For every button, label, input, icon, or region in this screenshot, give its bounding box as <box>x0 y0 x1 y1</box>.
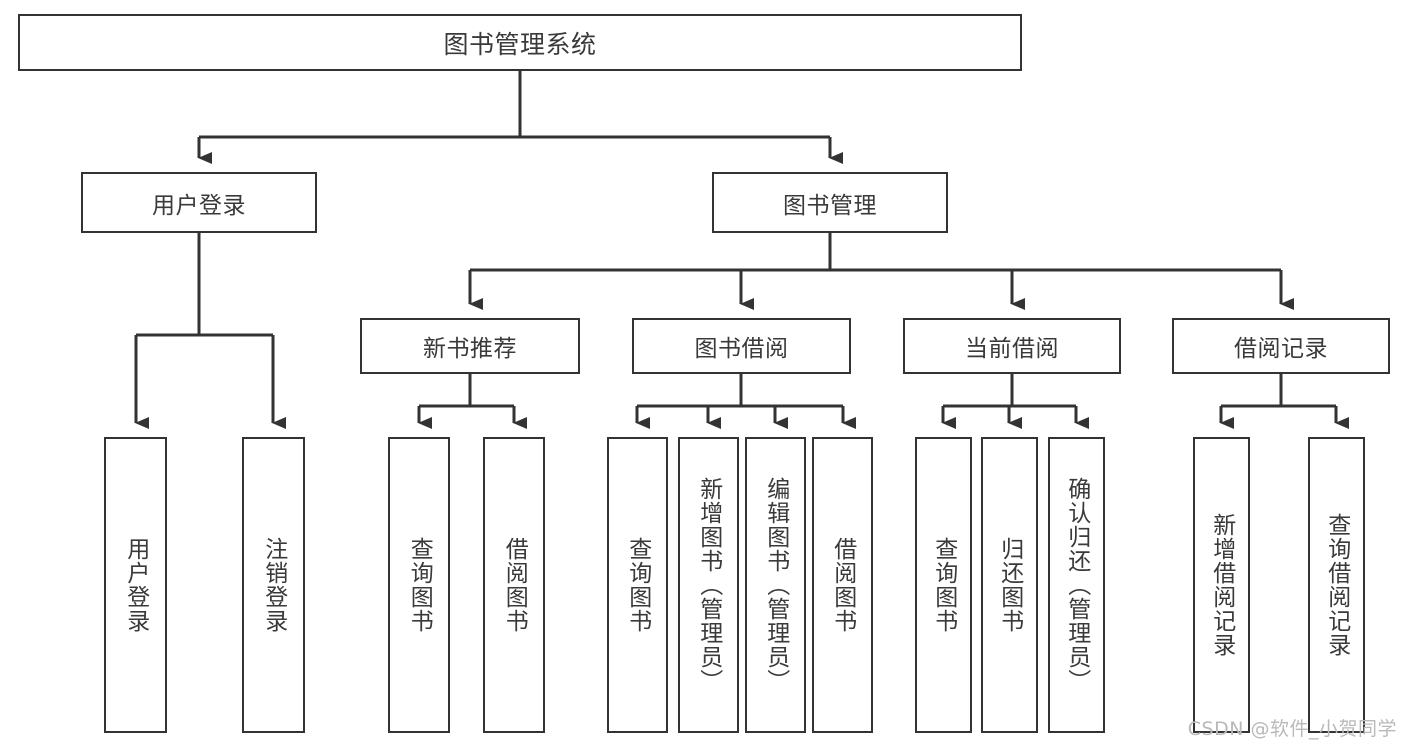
node-current-borrow[interactable]: 当前借阅 <box>903 318 1121 374</box>
node-book-management[interactable]: 图书管理 <box>712 172 948 233</box>
node-label: 新书推荐 <box>423 336 517 362</box>
node-label: 注销登录 <box>260 537 287 633</box>
node-root-system[interactable]: 图书管理系统 <box>18 14 1022 71</box>
node-label: 新增借阅记录 <box>1208 513 1235 657</box>
leaf-query-book-borrow[interactable]: 查询图书 <box>607 437 668 733</box>
node-borrow-records[interactable]: 借阅记录 <box>1172 318 1390 374</box>
node-label: 图书管理 <box>783 192 877 219</box>
node-label: 借阅记录 <box>1234 336 1328 362</box>
node-label: 图书管理系统 <box>443 29 597 59</box>
node-label: 借阅图书 <box>501 537 528 633</box>
node-label: 借阅图书 <box>829 537 856 633</box>
node-label: 用户登录 <box>152 192 246 219</box>
node-label: 确认归还（管理员） <box>1063 477 1090 693</box>
leaf-confirm-return-admin[interactable]: 确认归还（管理员） <box>1048 437 1105 733</box>
leaf-user-login[interactable]: 用户登录 <box>104 437 167 733</box>
leaf-borrow-book-recommend[interactable]: 借阅图书 <box>483 437 545 733</box>
node-label: 归还图书 <box>996 537 1023 633</box>
leaf-query-book-recommend[interactable]: 查询图书 <box>388 437 450 733</box>
node-label: 用户登录 <box>122 537 149 633</box>
node-label: 新增图书（管理员） <box>695 477 722 693</box>
leaf-query-book-current[interactable]: 查询图书 <box>915 437 972 733</box>
node-label: 编辑图书（管理员） <box>762 477 789 693</box>
node-book-borrow[interactable]: 图书借阅 <box>632 318 851 374</box>
leaf-query-borrow-record[interactable]: 查询借阅记录 <box>1308 437 1365 733</box>
leaf-edit-book-admin[interactable]: 编辑图书（管理员） <box>745 437 806 733</box>
node-label: 查询图书 <box>930 537 957 633</box>
watermark-text: CSDN @软件_小贺同学 <box>1187 718 1397 740</box>
leaf-add-borrow-record[interactable]: 新增借阅记录 <box>1193 437 1250 733</box>
leaf-add-book-admin[interactable]: 新增图书（管理员） <box>678 437 739 733</box>
leaf-logout[interactable]: 注销登录 <box>242 437 305 733</box>
node-label: 查询图书 <box>406 537 433 633</box>
node-new-book-recommend[interactable]: 新书推荐 <box>360 318 580 374</box>
node-label: 查询图书 <box>624 537 651 633</box>
leaf-borrow-book[interactable]: 借阅图书 <box>812 437 873 733</box>
leaf-return-book[interactable]: 归还图书 <box>981 437 1038 733</box>
node-user-login[interactable]: 用户登录 <box>81 172 317 233</box>
node-label: 查询借阅记录 <box>1323 513 1350 657</box>
node-label: 图书借阅 <box>694 336 789 362</box>
node-label: 当前借阅 <box>965 336 1059 362</box>
